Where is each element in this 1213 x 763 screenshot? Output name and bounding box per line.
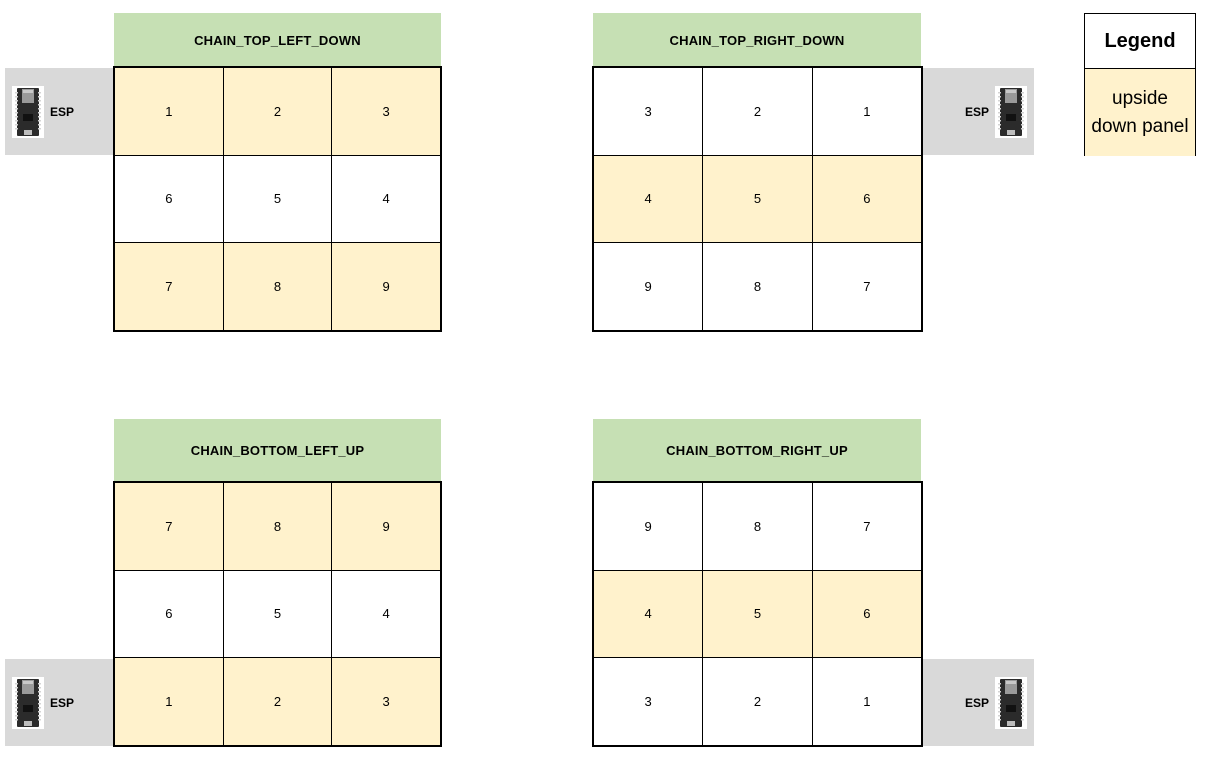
panel-cell: 9	[594, 243, 703, 330]
esp-board-icon	[12, 677, 44, 729]
panel-cell-upside-down: 3	[332, 68, 440, 155]
panel-cell-upside-down: 2	[223, 68, 332, 155]
esp-controller: ESP	[5, 659, 114, 746]
panel-cell: 1	[812, 658, 921, 745]
panel-cell-upside-down: 5	[703, 155, 812, 243]
panel-cell: 2	[703, 68, 812, 155]
panel-cell-upside-down: 4	[594, 570, 703, 658]
panel-cell-upside-down: 6	[812, 570, 921, 658]
panel-cell-upside-down: 1	[115, 68, 223, 155]
panel-title: CHAIN_TOP_RIGHT_DOWN	[593, 13, 921, 67]
panel-title: CHAIN_TOP_LEFT_DOWN	[114, 13, 441, 67]
panel-cell: 1	[812, 68, 921, 155]
panel-cell: 6	[115, 155, 223, 243]
esp-controller: ESP	[922, 659, 1034, 746]
panel-cell-upside-down: 7	[115, 243, 223, 330]
panel-title: CHAIN_BOTTOM_RIGHT_UP	[593, 419, 921, 481]
legend: Legend upside down panel	[1084, 13, 1196, 156]
panel-cell-upside-down: 8	[223, 483, 332, 570]
esp-label: ESP	[50, 104, 75, 119]
panel-cell: 3	[594, 658, 703, 745]
esp-controller: ESP	[922, 68, 1034, 155]
esp-label: ESP	[964, 695, 989, 710]
panel-cell-upside-down: 3	[332, 658, 440, 745]
panel-cell: 6	[115, 570, 223, 658]
panel-cell: 3	[594, 68, 703, 155]
panel-cell: 9	[594, 483, 703, 570]
panel-cell-upside-down: 9	[332, 483, 440, 570]
panel-cell: 4	[332, 570, 440, 658]
panel-cell: 7	[812, 483, 921, 570]
panel-cell-upside-down: 8	[223, 243, 332, 330]
panel-cell: 8	[703, 483, 812, 570]
panel-cell-upside-down: 4	[594, 155, 703, 243]
panel-cell-upside-down: 1	[115, 658, 223, 745]
esp-controller: ESP	[5, 68, 114, 155]
panel-cell: 4	[332, 155, 440, 243]
panel-cell-upside-down: 7	[115, 483, 223, 570]
panel-cell: 2	[703, 658, 812, 745]
panel-cell-upside-down: 9	[332, 243, 440, 330]
panel-title: CHAIN_BOTTOM_LEFT_UP	[114, 419, 441, 481]
esp-board-icon	[12, 86, 44, 138]
legend-title: Legend	[1085, 14, 1195, 69]
panel-cell-upside-down: 5	[703, 570, 812, 658]
panel-cell: 5	[223, 155, 332, 243]
esp-label: ESP	[964, 104, 989, 119]
panel-cell: 7	[812, 243, 921, 330]
esp-board-icon	[995, 677, 1027, 729]
panel-cell-upside-down: 6	[812, 155, 921, 243]
panel-cell: 5	[223, 570, 332, 658]
panel-cell-upside-down: 2	[223, 658, 332, 745]
esp-board-icon	[995, 86, 1027, 138]
legend-upside-down-swatch: upside down panel	[1085, 69, 1195, 156]
esp-label: ESP	[50, 695, 75, 710]
panel-cell: 8	[703, 243, 812, 330]
